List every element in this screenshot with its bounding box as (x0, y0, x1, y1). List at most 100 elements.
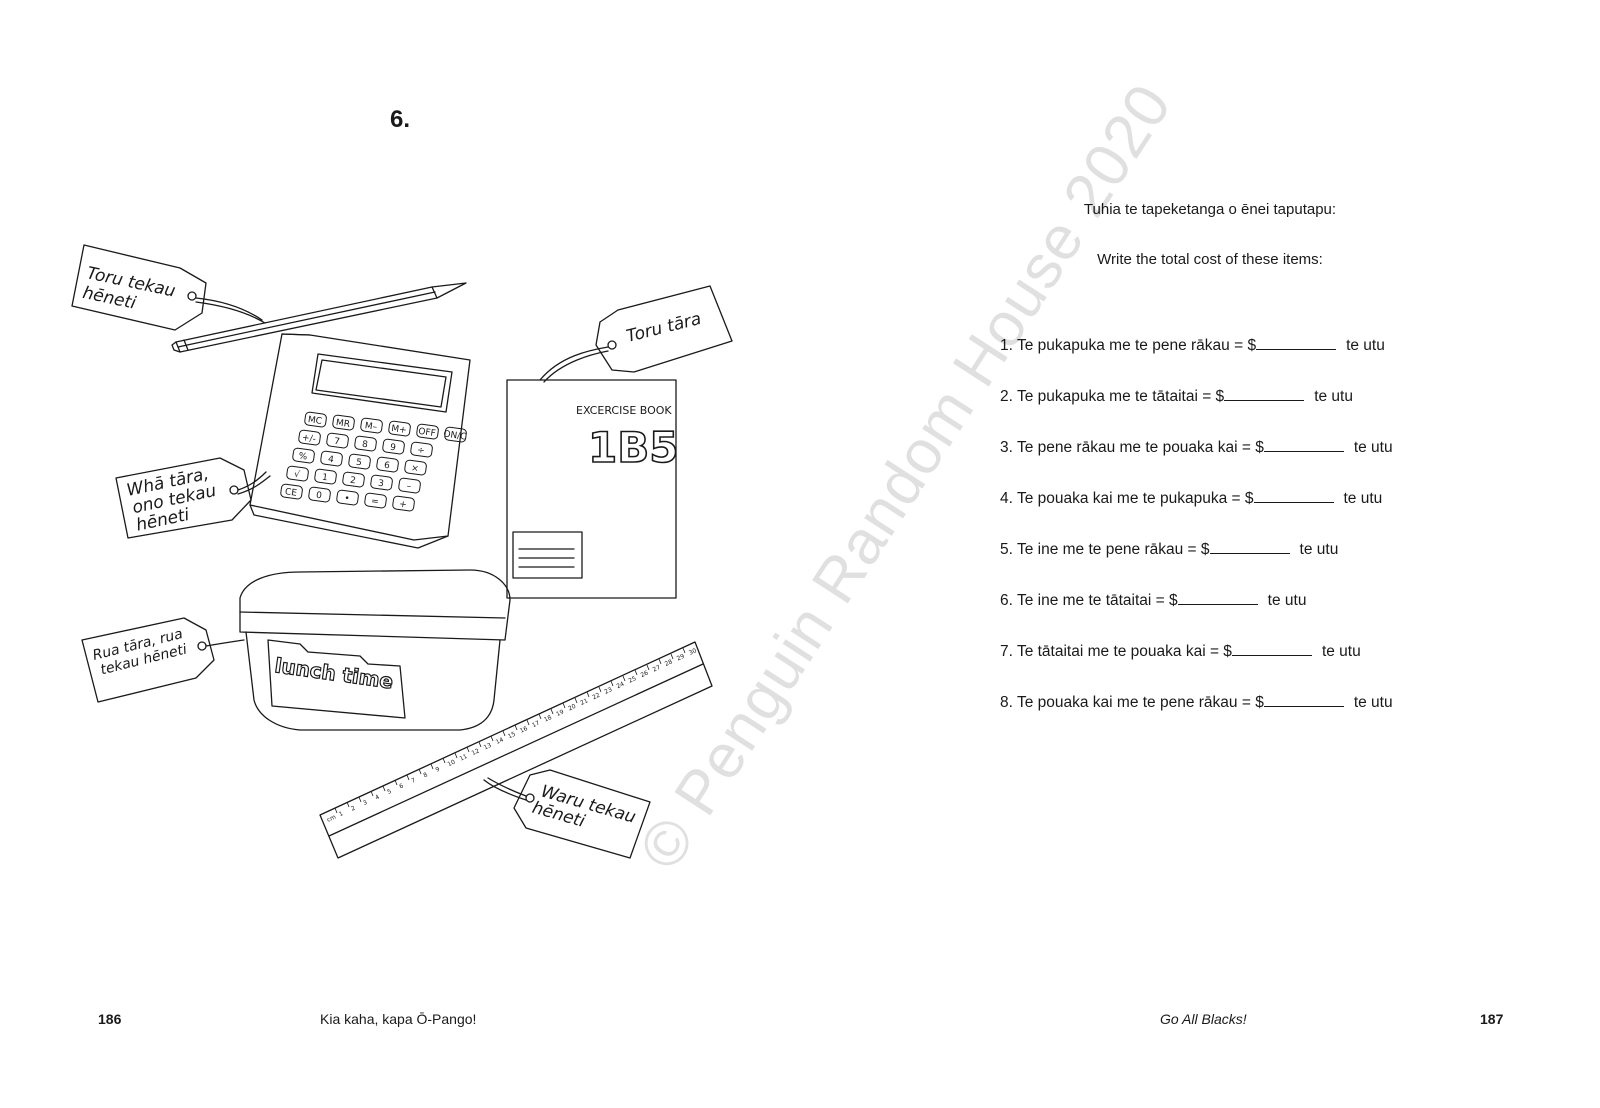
question-suffix: te utu (1343, 490, 1383, 507)
calculator-key (388, 420, 411, 437)
question-text: 7. Te tātaitai me te pouaka kai = $ (1000, 643, 1232, 660)
calculator-key (308, 486, 331, 503)
ruler-number: 14 (495, 736, 505, 746)
ruler-number: 26 (640, 669, 650, 679)
calculator-key-label: + (398, 500, 407, 511)
answer-blank[interactable] (1177, 590, 1258, 605)
ruler-number: 18 (543, 714, 553, 724)
question-suffix: te utu (1353, 439, 1393, 456)
ruler-number: 2 (350, 805, 357, 813)
calculator-key-label: % (298, 451, 308, 462)
calculator-key-label: 0 (315, 491, 322, 502)
ruler-number: 17 (531, 720, 541, 730)
ruler-number: 12 (471, 747, 481, 757)
calculator-key-label: 2 (349, 476, 356, 487)
ruler-number: 13 (483, 742, 493, 752)
calculator-key-label: • (344, 494, 351, 505)
ruler-number: 25 (628, 675, 638, 685)
question-text: 2. Te pukapuka me te tātaitai = $ (1000, 388, 1225, 405)
calculator-key (280, 483, 303, 500)
calculator-key-label: 1 (321, 473, 328, 484)
question-text: 6. Te ine me te tātaitai = $ (1000, 592, 1178, 609)
ruler-number: 16 (519, 725, 529, 735)
lunchbox-label: lunch time (273, 653, 394, 693)
calculator-key-label: 6 (383, 461, 390, 472)
calculator-key-label: 4 (327, 455, 334, 466)
instruction-english: Write the total cost of these items: (1097, 251, 1323, 268)
question-text: 1. Te pukapuka me te pene rākau = $ (1000, 337, 1257, 354)
calculator-key-label: 8 (361, 440, 368, 451)
lunchbox-drawing (239, 569, 511, 731)
book-code: 1B5 (588, 423, 678, 472)
calculator-key (376, 456, 399, 473)
calculator-key (398, 477, 421, 494)
ruler-number: 23 (603, 686, 613, 696)
exercise-number: 6. (390, 106, 411, 133)
calculator-key (332, 414, 355, 431)
pencil-drawing (171, 282, 467, 353)
answer-blank[interactable] (1224, 386, 1305, 401)
answer-blank[interactable] (1253, 488, 1334, 503)
answer-blank[interactable] (1256, 335, 1337, 350)
ruler-number: 4 (374, 794, 381, 802)
calculator-key (320, 450, 343, 467)
ruler-number: 19 (555, 708, 565, 718)
calculator-key-label: MC (307, 415, 322, 427)
question-suffix: te utu (1353, 694, 1393, 711)
calculator-key (326, 432, 349, 449)
answer-blank[interactable] (1231, 641, 1312, 656)
question-item: 6. Te ine me te tātaitai = $ te utu (1000, 590, 1393, 641)
ruler-price-tag (483, 769, 651, 859)
calculator-key (370, 474, 393, 491)
question-suffix: te utu (1321, 643, 1361, 660)
ruler-number: 30 (688, 647, 698, 657)
calculator-key-label: M+ (391, 424, 408, 436)
question-text: 3. Te pene rākau me te pouaka kai = $ (1000, 439, 1264, 456)
calculator-key (292, 447, 315, 464)
calculator-key-label: – (406, 482, 412, 493)
calculator-key (360, 417, 383, 434)
left-running-title: Kia kaha, kapa Ō-Pango! (320, 1011, 477, 1027)
question-item: 8. Te pouaka kai me te pene rākau = $ te… (1000, 692, 1393, 743)
calculator-key-label: +/- (301, 433, 316, 445)
question-suffix: te utu (1299, 541, 1339, 558)
lunchbox-price-tag (81, 617, 245, 703)
calculator-key (444, 426, 467, 443)
calculator-key (314, 468, 337, 485)
calculator-key-label: OFF (418, 427, 437, 439)
answer-blank[interactable] (1263, 437, 1344, 452)
book-price-tag (539, 285, 733, 383)
calculator-key-label: 5 (355, 458, 362, 469)
instructions: Tuhia te tapeketanga o ēnei taputapu: Wr… (1020, 200, 1400, 300)
question-item: 5. Te ine me te pene rākau = $ te utu (1000, 539, 1393, 590)
right-page-number: 187 (1480, 1011, 1504, 1027)
ruler-number: 6 (398, 782, 405, 790)
ruler-drawing (319, 641, 713, 859)
question-suffix: te utu (1314, 388, 1353, 405)
calculator-key-label: 7 (333, 437, 340, 448)
ruler-number: 9 (434, 766, 441, 774)
question-item: 3. Te pene rākau me te pouaka kai = $ te… (1000, 437, 1393, 488)
answer-blank[interactable] (1209, 539, 1290, 554)
answer-blank[interactable] (1263, 692, 1344, 707)
ruler-number: 5 (386, 788, 393, 796)
pencil-price-tag (71, 244, 266, 331)
calculator-key-label: ON/C (443, 429, 467, 442)
calculator-key (342, 471, 365, 488)
ruler-number: 3 (362, 799, 369, 807)
book-label: EXCERCISE BOOK (576, 404, 672, 417)
calculator-key-label: 3 (377, 479, 384, 490)
ruler-number: 10 (447, 758, 457, 768)
ruler-number: cm (326, 814, 337, 824)
calculator-key-label: MR (335, 418, 350, 430)
question-suffix: te utu (1267, 592, 1307, 609)
calculator-key (382, 438, 405, 455)
question-item: 7. Te tātaitai me te pouaka kai = $ te u… (1000, 641, 1393, 692)
question-suffix: te utu (1346, 337, 1385, 354)
calculator-key (354, 435, 377, 452)
calculator-key-label: M– (364, 421, 378, 433)
question-item: 1. Te pukapuka me te pene rākau = $ te u… (1000, 335, 1393, 386)
